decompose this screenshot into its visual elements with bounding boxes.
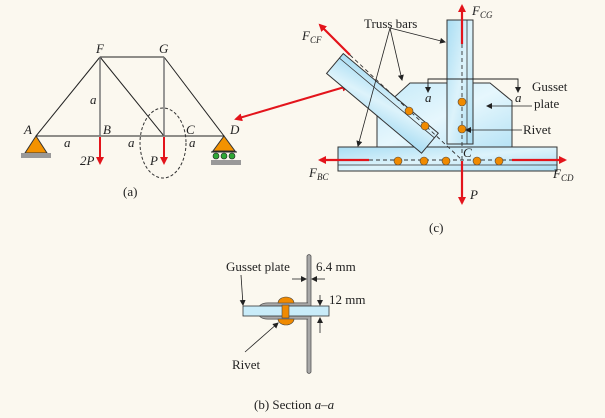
ground-icon xyxy=(21,153,51,158)
force-label-fbc: FBC xyxy=(308,165,329,182)
detail-circle xyxy=(139,107,187,179)
dim-label-fb: a xyxy=(90,92,97,107)
pin-support-icon xyxy=(24,135,48,154)
force-label-fcg: FCG xyxy=(471,3,493,20)
link-arrow-right xyxy=(279,83,350,107)
dim-label-cd: a xyxy=(189,135,196,150)
rivet-head-top xyxy=(277,296,295,304)
force-label-p: P xyxy=(469,187,478,202)
dim-label-bc: a xyxy=(128,135,135,150)
node-label-a: A xyxy=(23,122,32,137)
section-mark-left: a xyxy=(425,90,432,105)
ground-icon xyxy=(211,160,241,165)
bar-cg xyxy=(446,19,474,145)
joint-label-c: C xyxy=(463,145,472,160)
link-arrow-left xyxy=(234,105,281,122)
force-label-fcf: FCF xyxy=(301,28,322,45)
joint-detail-figure-c: a a Truss bars Gusset plate Rivet C FCG … xyxy=(301,3,574,235)
dim-label-ab: a xyxy=(64,135,71,150)
caption-b: (b) Section a–a xyxy=(254,397,335,412)
section-mark-right: a xyxy=(515,90,522,105)
caption-a: (a) xyxy=(123,184,137,199)
node-label-b: B xyxy=(103,122,111,137)
node-label-d: D xyxy=(229,122,240,137)
roller-support-icon xyxy=(212,135,236,152)
node-label-f: F xyxy=(95,41,105,56)
bar-cf xyxy=(325,52,439,154)
rivet-head-bottom xyxy=(277,318,295,326)
truss-bars-label: Truss bars xyxy=(364,16,417,31)
thickness-label: 6.4 mm xyxy=(316,259,356,274)
gusset-label-line1: Gusset xyxy=(532,79,568,94)
rivets xyxy=(393,97,504,166)
member-af xyxy=(35,56,101,137)
plate-thickness-label: 12 mm xyxy=(329,292,365,307)
gusset-label-line2: plate xyxy=(534,96,559,111)
roller-wheels-icon xyxy=(212,152,236,160)
force-label-fcd: FCD xyxy=(552,166,574,183)
rivet-label-b: Rivet xyxy=(232,357,261,372)
node-label-g: G xyxy=(159,41,169,56)
rivet-shank xyxy=(281,304,290,319)
truss-figure-a: F G A B C D a a a a 2P P (a) xyxy=(21,41,241,199)
force-arrow-fcf xyxy=(318,23,351,56)
member-gd xyxy=(163,56,225,137)
node-label-c: C xyxy=(186,122,195,137)
member-fc xyxy=(99,56,165,137)
caption-c: (c) xyxy=(429,220,443,235)
rivet-label-c: Rivet xyxy=(523,122,552,137)
gusset-plate-label-b: Gusset plate xyxy=(226,259,290,274)
section-figure-b: Gusset plate 6.4 mm 12 mm Rivet (b) Sect… xyxy=(226,254,365,412)
load-label-p: P xyxy=(149,153,158,168)
load-label-2p: 2P xyxy=(80,153,95,168)
